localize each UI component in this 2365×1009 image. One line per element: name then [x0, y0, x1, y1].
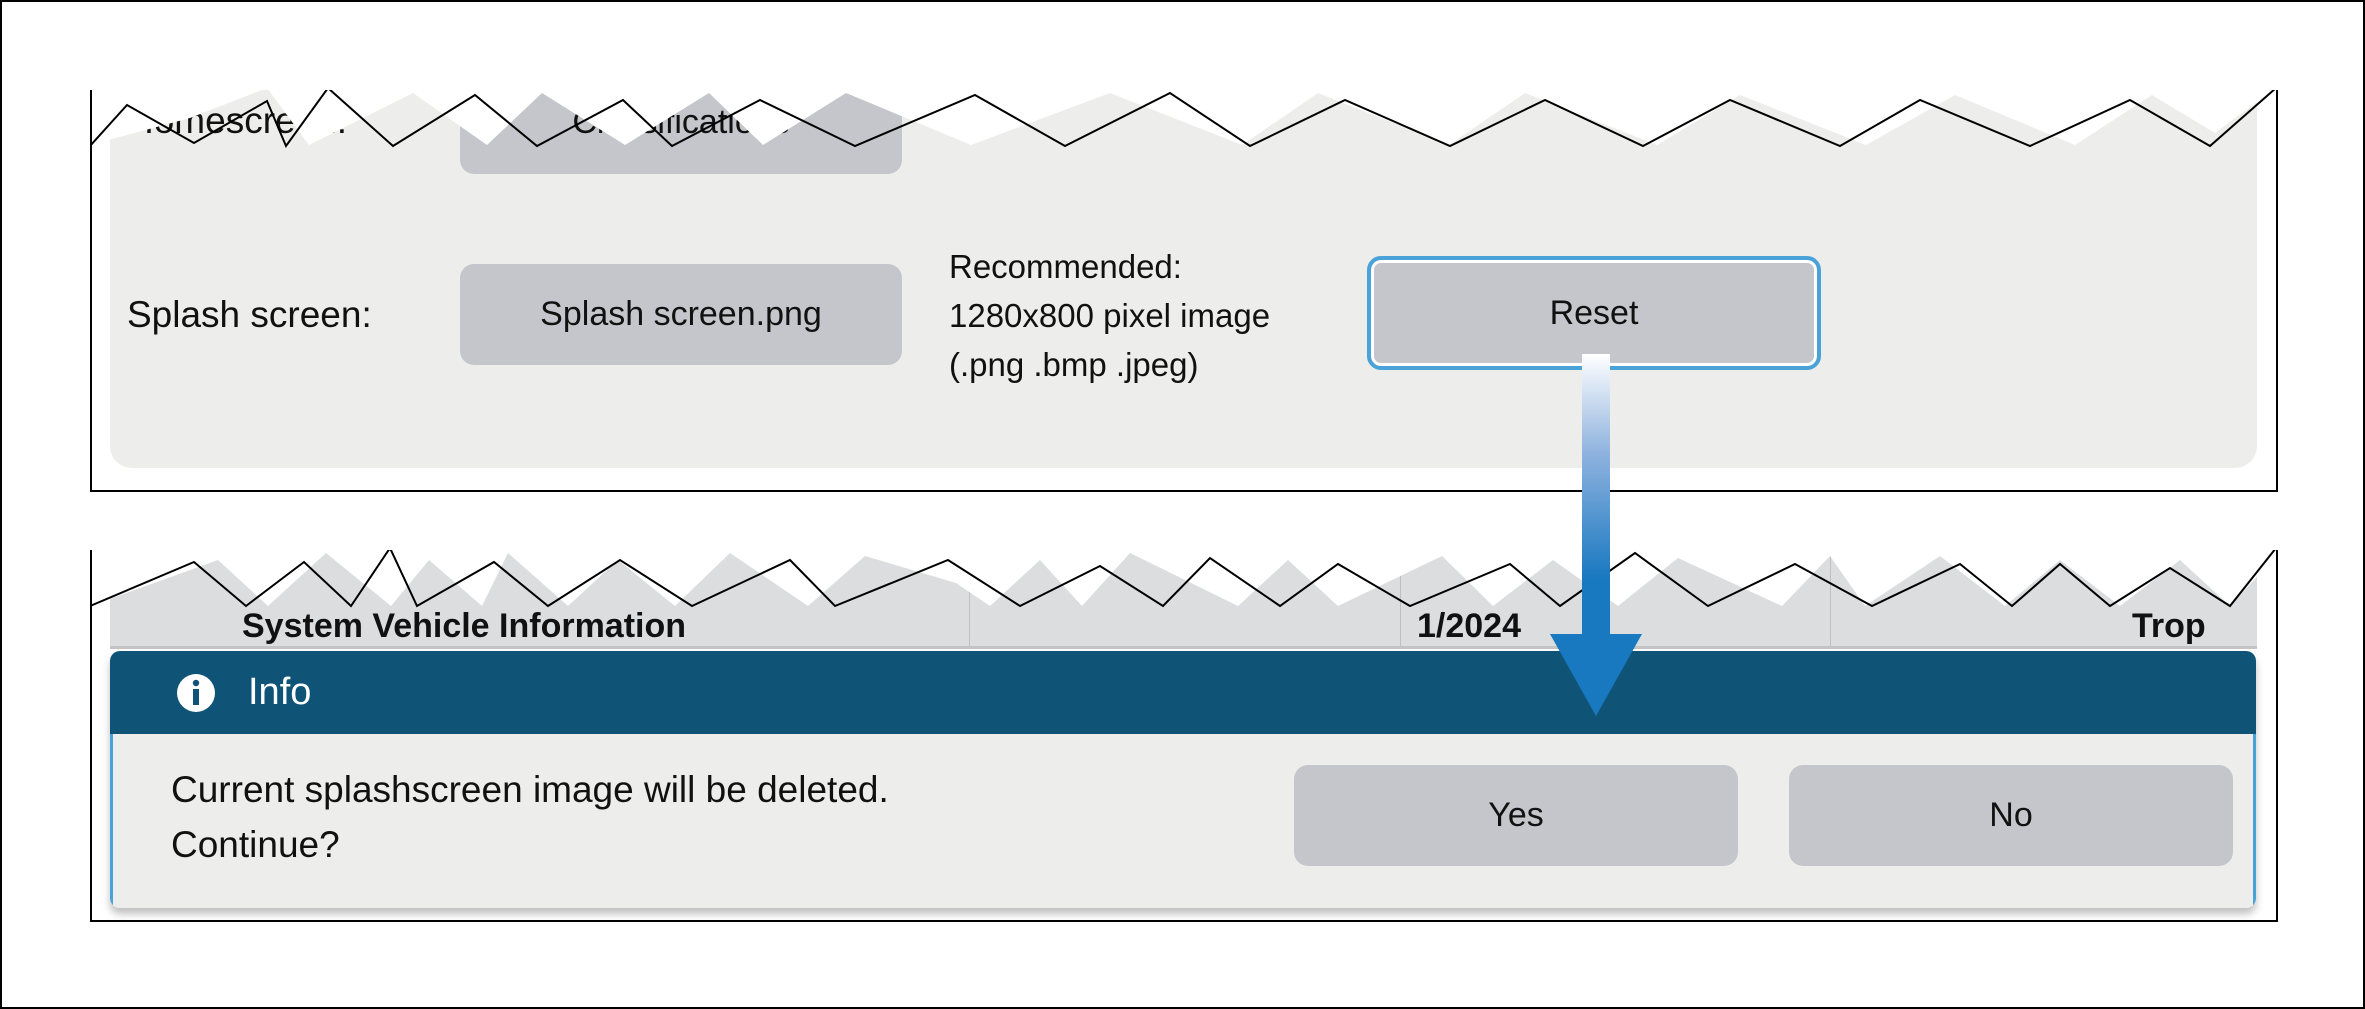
no-button[interactable]: No — [1789, 765, 2233, 866]
recommended-line-3: (.png .bmp .jpeg) — [949, 346, 1199, 383]
recommended-line-1: Recommended: — [949, 248, 1182, 285]
dialog-message: Current splashscreen image will be delet… — [171, 762, 889, 872]
splash-screen-button[interactable]: Splash screen.png — [460, 264, 902, 365]
reset-button[interactable]: Reset — [1367, 256, 1821, 370]
torn-edge-top — [92, 90, 2276, 149]
confirmation-panel: System Vehicle Information 1/2024 Trop I… — [90, 550, 2278, 922]
reset-button-label: Reset — [1549, 293, 1639, 332]
table-header-col4: Trop — [2132, 607, 2206, 645]
dialog-header: Info — [110, 651, 2256, 734]
column-divider — [969, 550, 970, 646]
table-header-col3: 1/2024 — [1417, 607, 1521, 645]
splash-screen-button-label: Splash screen.png — [540, 295, 822, 333]
column-divider — [1400, 550, 1401, 646]
message-line-1: Current splashscreen image will be delet… — [171, 769, 889, 810]
splash-settings-panel: Homescreen: Classifications Splash scree… — [90, 90, 2278, 492]
dialog-body: Current splashscreen image will be delet… — [110, 734, 2256, 908]
splash-screen-label: Splash screen: — [127, 294, 372, 335]
recommended-line-2: 1280x800 pixel image — [949, 297, 1271, 334]
message-line-2: Continue? — [171, 824, 340, 865]
yes-button-label: Yes — [1488, 796, 1544, 834]
column-divider — [1830, 550, 1831, 646]
recommended-info: Recommended: 1280x800 pixel image (.png … — [949, 242, 1270, 389]
dialog-title: Info — [248, 671, 312, 713]
no-button-label: No — [1989, 796, 2033, 834]
torn-edge-bottom — [92, 550, 2276, 608]
info-icon — [177, 674, 215, 712]
info-dialog: Info Current splashscreen image will be … — [110, 651, 2256, 908]
down-arrow-icon — [1550, 354, 1642, 716]
table-header-col1: System Vehicle Information — [242, 607, 687, 645]
yes-button[interactable]: Yes — [1294, 765, 1738, 866]
